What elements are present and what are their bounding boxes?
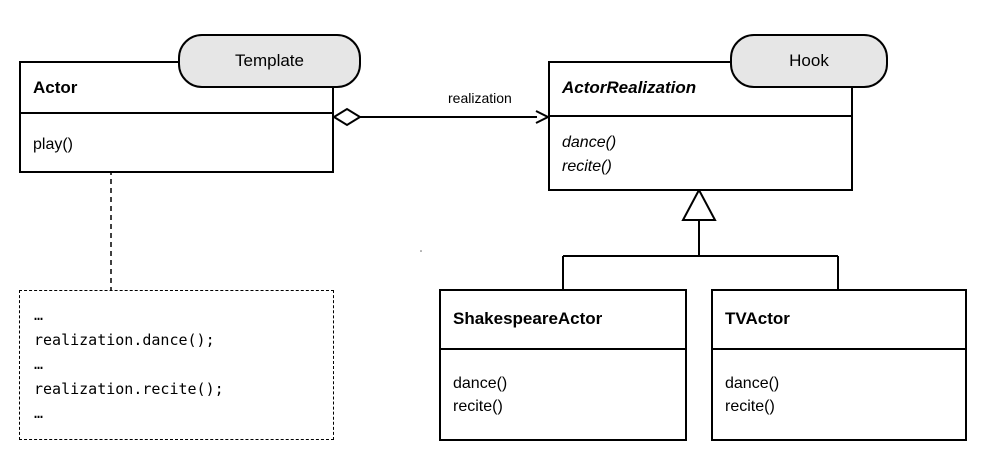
tv-actor-class-header: TVActor (713, 291, 965, 350)
actor-realization-method-recite: recite() (562, 158, 612, 175)
shakespeare-actor-method-dance: dance() (453, 375, 508, 392)
association-arrowhead (535, 110, 551, 124)
shakespeare-actor-class-name: ShakespeareActor (453, 309, 603, 328)
actor-method-play: play() (33, 136, 74, 153)
aggregation-diamond (332, 107, 362, 127)
actor-realization-method-dance: dance() (562, 134, 617, 151)
note-line-3: … (34, 355, 44, 373)
tv-actor-class: TVActor dance() recite() (711, 289, 967, 441)
tv-actor-method-recite: recite() (725, 398, 775, 415)
actor-realization-class-header: ActorRealization (550, 63, 851, 117)
actor-class-header: Actor (21, 63, 332, 114)
shakespeare-actor-class: ShakespeareActor dance() recite() (439, 289, 687, 441)
note-line-1: … (34, 306, 44, 324)
code-note: … realization.dance(); … realization.rec… (19, 290, 334, 440)
tv-actor-class-name: TVActor (725, 309, 790, 328)
tv-actor-method-dance: dance() (725, 375, 780, 392)
stray-dot (420, 250, 422, 252)
note-line-2: realization.dance(); (34, 331, 215, 349)
note-line-4: realization.recite(); (34, 380, 224, 398)
template-stereotype-tag: Template (178, 34, 361, 88)
note-line-5: … (34, 404, 44, 422)
actor-realization-class-name: ActorRealization (562, 78, 697, 97)
shakespeare-actor-class-header: ShakespeareActor (441, 291, 685, 350)
association-label: realization (448, 90, 512, 106)
generalization-triangle (681, 187, 717, 221)
actor-class-name: Actor (33, 78, 78, 97)
hook-stereotype-tag: Hook (730, 34, 888, 88)
actor-realization-class: ActorRealization dance() recite() (548, 61, 853, 191)
shakespeare-actor-method-recite: recite() (453, 398, 503, 415)
